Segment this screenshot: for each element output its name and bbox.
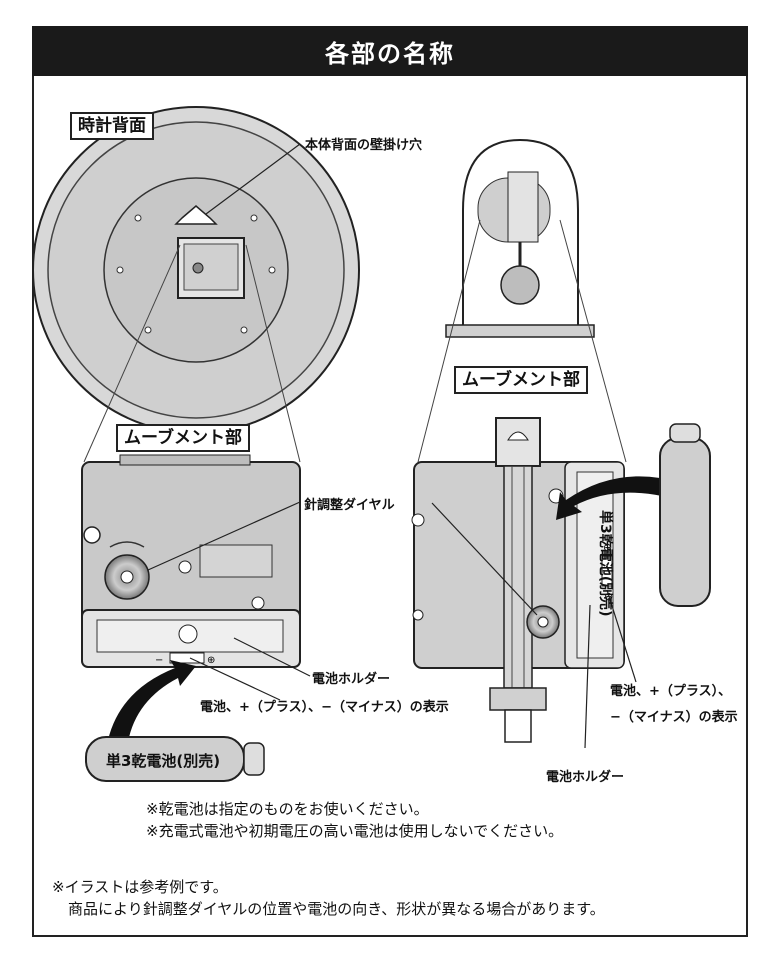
clock-back-illustration [32, 106, 360, 463]
label-polarity-right-2: −（マイナス）の表示 [610, 710, 738, 725]
battery-vertical-label: 単3乾電池(別売) [597, 510, 613, 617]
battery-horizontal-label: 単3乾電池(別売) [106, 752, 221, 770]
battery-horizontal-illustration [85, 736, 265, 782]
label-battery-holder-right: 電池ホルダー [546, 770, 625, 785]
section-label-movement-left: ムーブメント部 [116, 424, 250, 452]
note-variation: 商品により針調整ダイヤルの位置や電池の向き、形状が異なる場合があります。 [68, 900, 605, 918]
table-clock-illustration [417, 138, 627, 463]
note-illustration: ※イラストは参考例です。 [52, 878, 228, 896]
note-no-rechargeable: ※充電式電池や初期電圧の高い電池は使用しないでください。 [146, 822, 564, 840]
movement-left-illustration: − ⊕ [81, 454, 311, 742]
svg-text:−: − [155, 655, 163, 666]
svg-text:⊕: ⊕ [603, 541, 612, 554]
battery-vertical-illustration [659, 423, 711, 607]
label-battery-holder-left: 電池ホルダー [312, 672, 391, 687]
page-title: 各部の名称 [32, 26, 748, 76]
section-label-movement-right: ムーブメント部 [454, 366, 588, 394]
label-polarity-right-1: 電池、+（プラス）、 [610, 684, 732, 699]
movement-right-illustration: ⊕ ⊖ [411, 417, 662, 749]
label-hand-dial: 針調整ダイヤル [304, 498, 395, 513]
svg-text:⊕: ⊕ [207, 655, 215, 666]
note-battery-spec: ※乾電池は指定のものをお使いください。 [146, 800, 429, 818]
section-label-clock-back: 時計背面 [70, 112, 154, 140]
label-wall-hole: 本体背面の壁掛け穴 [305, 138, 423, 153]
label-polarity-left: 電池、+（プラス）、−（マイナス）の表示 [200, 700, 449, 715]
